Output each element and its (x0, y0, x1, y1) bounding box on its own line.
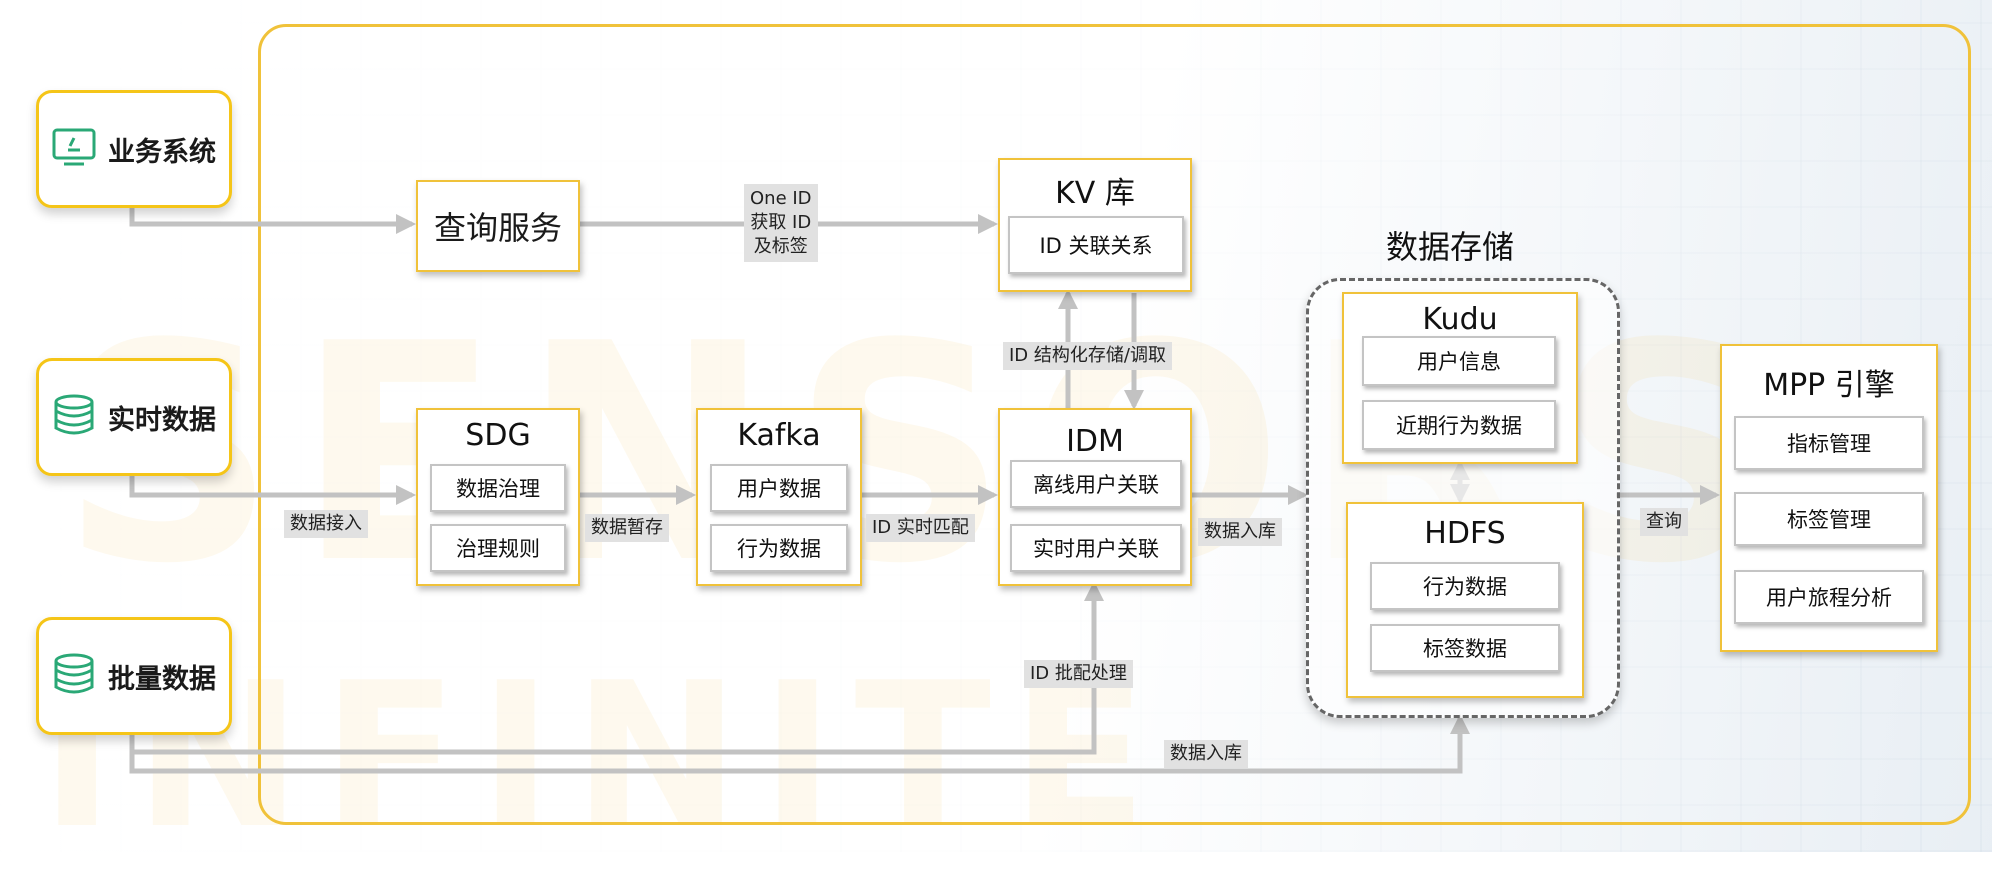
edge-label-ingest: 数据接入 (284, 510, 368, 538)
hdfs-title: HDFS (1424, 516, 1506, 551)
mpp-title: MPP 引擎 (1763, 368, 1895, 403)
edge-label-oneid: One ID 获取 ID 及标签 (744, 184, 818, 262)
kv-store-box: KV 库 ID 关联关系 (998, 158, 1192, 292)
source-batch-data: 批量数据 (36, 617, 232, 735)
sdg-box: SDG 数据治理 治理规则 (416, 408, 580, 586)
platform-frame (258, 24, 1971, 825)
idm-title: IDM (1066, 424, 1124, 459)
mpp-item-tags: 标签管理 (1734, 492, 1924, 546)
edge-label-oneid-line2: 获取 ID (750, 212, 812, 233)
storage-group-title: 数据存储 (1385, 228, 1514, 266)
database-icon (52, 394, 96, 440)
kafka-item-behavior-data: 行为数据 (710, 524, 848, 572)
edge-realtime-to-sdg (129, 474, 416, 505)
hdfs-item-behavior: 行为数据 (1370, 562, 1560, 610)
edge-label-buffer: 数据暂存 (585, 514, 669, 542)
kudu-box: Kudu 用户信息 近期行为数据 (1342, 292, 1578, 464)
edge-label-oneid-line3: 及标签 (753, 236, 808, 257)
edge-label-query: 查询 (1640, 508, 1688, 536)
kv-id-relation: ID 关联关系 (1008, 216, 1184, 274)
sdg-item-rules: 治理规则 (430, 524, 566, 572)
edge-label-rt-match: ID 实时匹配 (866, 514, 975, 542)
mpp-item-journey: 用户旅程分析 (1734, 570, 1924, 624)
database-icon (52, 653, 96, 699)
kudu-title: Kudu (1422, 302, 1498, 337)
source-business-system: 业务系统 (36, 90, 232, 208)
kafka-box: Kafka 用户数据 行为数据 (696, 408, 862, 586)
monitor-icon (52, 126, 96, 172)
sdg-item-governance: 数据治理 (430, 464, 566, 512)
edge-business-to-query (129, 208, 416, 234)
hdfs-box: HDFS 行为数据 标签数据 (1346, 502, 1584, 698)
source-realtime-data: 实时数据 (36, 358, 232, 476)
kudu-item-user-info: 用户信息 (1362, 336, 1556, 386)
mpp-box: MPP 引擎 指标管理 标签管理 用户旅程分析 (1720, 344, 1938, 652)
edge-label-load-2: 数据入库 (1164, 740, 1248, 768)
background (0, 0, 1992, 852)
hdfs-item-tags: 标签数据 (1370, 624, 1560, 672)
kafka-item-user-data: 用户数据 (710, 464, 848, 512)
kafka-title: Kafka (737, 418, 821, 453)
kudu-item-recent-behavior: 近期行为数据 (1362, 400, 1556, 450)
source-batch-label: 批量数据 (108, 663, 216, 695)
kv-title: KV 库 (1055, 176, 1135, 211)
sdg-title: SDG (465, 418, 531, 453)
idm-item-realtime: 实时用户关联 (1010, 524, 1182, 572)
edge-label-load-1: 数据入库 (1198, 518, 1282, 546)
edge-label-oneid-line1: One ID (750, 188, 812, 209)
mpp-item-metrics: 指标管理 (1734, 416, 1924, 470)
edge-label-batch-proc: ID 批配处理 (1024, 660, 1133, 688)
query-service-label: 查询服务 (433, 209, 562, 247)
edge-batch-to-idm (129, 581, 1104, 755)
idm-item-offline: 离线用户关联 (1010, 460, 1182, 508)
source-realtime-label: 实时数据 (108, 404, 216, 436)
idm-box: IDM 离线用户关联 实时用户关联 (998, 408, 1192, 586)
source-business-label: 业务系统 (108, 136, 216, 168)
connectors (129, 208, 1720, 774)
edge-batch-to-hdfs (129, 714, 1470, 774)
edge-label-id-storage: ID 结构化存储/调取 (1003, 342, 1172, 370)
query-service-box: 查询服务 (416, 180, 580, 272)
